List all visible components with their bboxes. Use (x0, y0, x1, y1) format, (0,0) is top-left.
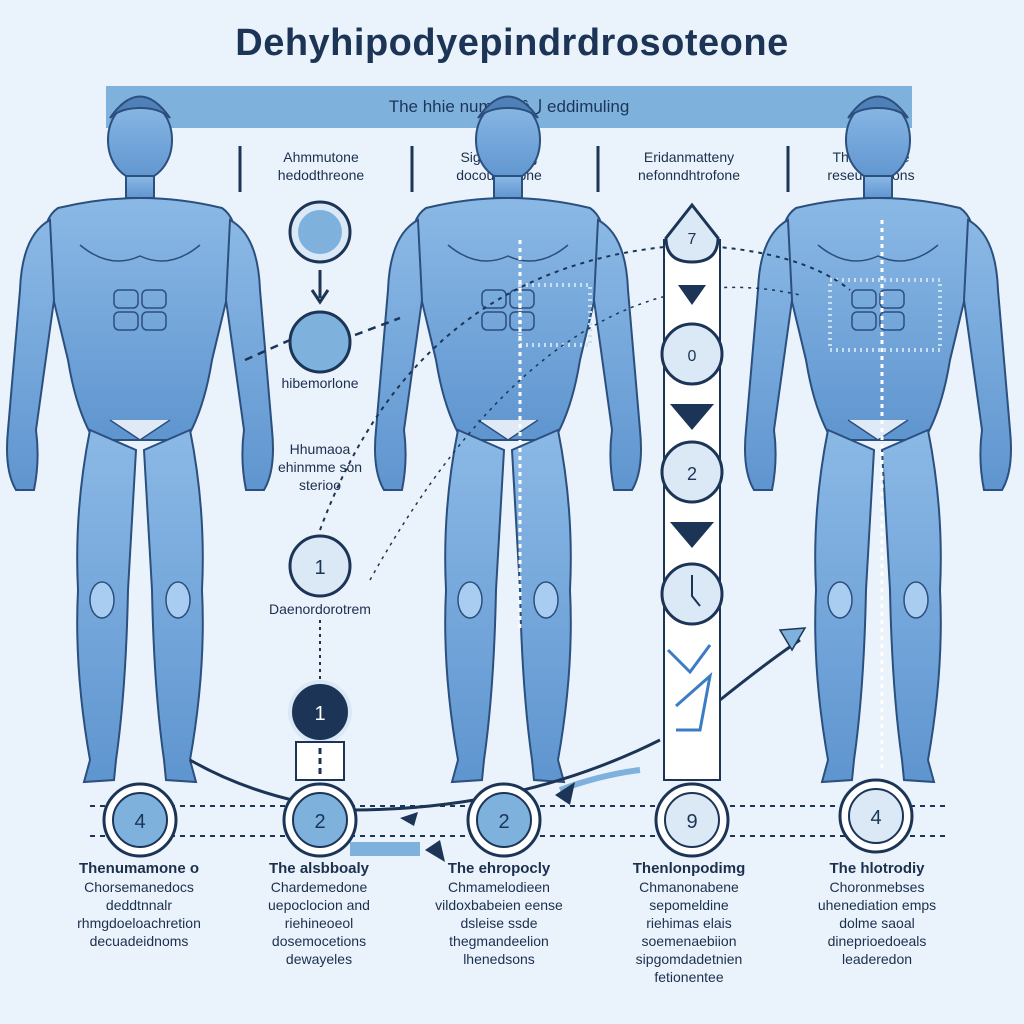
arrow-down-1 (310, 270, 330, 305)
bottom-node-2: 2 (282, 782, 358, 858)
caption-3: The ehropocly Chmamelodieen vildoxbabeie… (435, 860, 563, 967)
node-step1-light (288, 534, 352, 598)
bottom-node-5-label: 4 (870, 807, 881, 829)
chain-node-1 (660, 322, 724, 386)
drop-node (664, 202, 720, 264)
arrow-down-2 (678, 285, 706, 305)
bottom-node-3: 2 (466, 782, 542, 858)
swoosh-2 (719, 638, 801, 702)
scan-overlay-3 (828, 278, 942, 352)
bottom-node-5: 4 (838, 778, 914, 854)
arrow-down-4 (670, 522, 714, 548)
bottom-node-3-label: 2 (498, 811, 509, 833)
arrow-down-3 (670, 404, 714, 430)
arc-dashed-1 (319, 243, 851, 531)
swoosh-1 (189, 738, 661, 812)
chain-node-2-label: 2 (687, 464, 697, 484)
clock-icon (691, 575, 701, 607)
drop-node-label: 7 (688, 231, 697, 248)
timeline-arrow-2 (400, 812, 418, 826)
label-block: Hhumaoa ehinmme son sterioo (277, 441, 363, 493)
page-title: Dehyhipodyepindrdrosoteone (235, 22, 789, 64)
bottom-node-2-label: 2 (314, 811, 325, 833)
node-step1-light-label: 1 (314, 557, 325, 579)
lightning-icon (666, 644, 713, 732)
caption-4: Thenlonpodimg Chmanonabene sepomeldine r… (632, 860, 746, 985)
timeline-arrow (425, 840, 445, 862)
bottom-node-4: 9 (654, 782, 730, 858)
caption-1: Thenumamone o Chorsemanedocs deddtnnalr … (77, 860, 201, 949)
node-left-top-fill (298, 210, 342, 254)
swoosh-accent-head (555, 782, 575, 805)
bottom-node-1-label: 4 (134, 811, 145, 833)
chain-node-1-label: 0 (688, 348, 697, 365)
bottom-node-1: 4 (102, 782, 178, 858)
bottom-node-4-label: 9 (686, 811, 697, 833)
banner-text: The hhie numanهôل eddimuling (388, 97, 630, 116)
human-figure-3 (744, 95, 1012, 783)
timeline-accent (350, 842, 420, 856)
node-left-mid (288, 310, 352, 374)
chain-column (663, 239, 721, 781)
caption-2: The alsbboaly Chardemedone uepoclocion a… (268, 860, 370, 967)
label-daenoroc: Daenordorotrem (269, 601, 371, 617)
node-step1-dark-label: 1 (314, 703, 325, 725)
human-figure-1 (6, 95, 274, 783)
label-hibemorlone: hibemorlone (281, 375, 359, 391)
human-figure-2 (374, 95, 642, 783)
arc-dashed-2 (369, 286, 801, 581)
caption-5: The hlotrodiy Choronmebses uhenediation … (817, 860, 937, 967)
swoosh-arrowhead (778, 627, 807, 652)
chain-node-2 (660, 440, 724, 504)
